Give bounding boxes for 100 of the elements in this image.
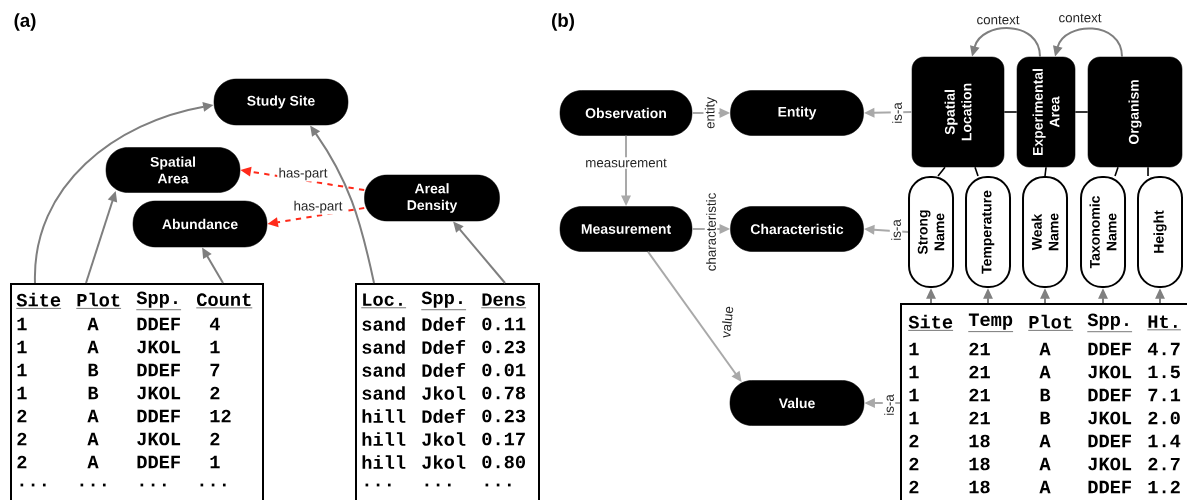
table-cell: 1.4: [1148, 434, 1181, 448]
table-cell: DDEF: [137, 455, 180, 469]
column-header: Ht.: [1147, 315, 1182, 331]
table-cell: Jkol: [422, 455, 466, 469]
table-cell: 1: [210, 340, 220, 354]
table-cell: DDEF: [137, 363, 180, 377]
concept-box: Organism: [1087, 56, 1183, 168]
concept-box: Experimental Area: [1016, 56, 1076, 168]
table-cell: DDEF: [1088, 342, 1131, 356]
connector-line: [1147, 166, 1149, 177]
table-cell: DDEF: [1088, 434, 1131, 448]
table-cell: 1: [909, 388, 919, 402]
table-cell: A: [87, 455, 99, 469]
table-cell: Jkol: [422, 386, 466, 400]
table-cell: 1.2: [1148, 480, 1180, 494]
table-cell: ...: [80, 483, 106, 487]
edge-label: context: [975, 14, 1021, 26]
table-cell: 21: [969, 342, 990, 356]
table-cell: JKOL: [137, 432, 181, 446]
table-cell: 4.7: [1147, 342, 1180, 356]
table-cell: 2: [909, 457, 919, 471]
table-cell: A: [87, 340, 99, 354]
table-cell: Jkol: [422, 432, 466, 446]
column-header: Count: [196, 293, 253, 309]
column-header: Temp: [968, 313, 1014, 332]
table-cell: DDEF: [137, 317, 180, 331]
table-cell: A: [87, 432, 99, 446]
table-cell: 18: [969, 480, 990, 494]
table-cell: ...: [20, 483, 46, 487]
column-header: Site: [908, 314, 954, 331]
table-cell: JKOL: [1088, 411, 1132, 425]
table-cell: JKOL: [1088, 457, 1132, 471]
attribute-box: Temperature: [965, 176, 1011, 288]
table-cell: hill: [362, 409, 406, 423]
table-cell: ...: [140, 483, 166, 487]
concept-box: Abundance: [132, 200, 268, 248]
table-cell: DDEF: [137, 409, 180, 423]
table-cell: 0.23: [482, 409, 526, 423]
table-cell: ...: [485, 483, 511, 487]
table-cell: 2: [210, 386, 220, 400]
table-cell: 0.80: [482, 455, 525, 469]
attribute-box: Taxonomic Name: [1080, 176, 1126, 288]
table-cell: Ddef: [422, 363, 466, 377]
table-cell: A: [1039, 365, 1051, 379]
panel-label: (a): [14, 13, 36, 31]
column-header: Plot: [1028, 314, 1074, 331]
table-cell: 0.23: [482, 340, 526, 354]
table-cell: 2: [909, 480, 919, 494]
table-cell: 1: [909, 411, 919, 425]
table-cell: 2.7: [1148, 457, 1180, 471]
table-cell: 4: [209, 317, 220, 331]
panel-label: (b): [552, 13, 574, 31]
table-cell: 0.11: [482, 317, 526, 331]
edge-label: has-part: [292, 199, 344, 215]
table-cell: 1: [909, 342, 919, 356]
connector-line: [1003, 111, 1018, 113]
table-cell: 2: [17, 455, 27, 469]
concept-box: Study Site: [213, 78, 349, 126]
table-cell: 21: [969, 388, 990, 402]
table-cell: 2: [210, 432, 220, 446]
table-cell: 18: [969, 457, 990, 471]
column-header: Dens: [481, 293, 527, 309]
concept-box: Areal Density: [364, 174, 500, 222]
attribute-box: Strong Name: [908, 176, 954, 288]
table-cell: B: [88, 386, 99, 400]
edge-label: is-a: [890, 100, 904, 126]
table-cell: 0.17: [482, 432, 525, 446]
table-cell: B: [88, 363, 99, 377]
edge-label: has-part: [277, 166, 329, 182]
edge-label: context: [1057, 12, 1103, 24]
table-cell: B: [1040, 388, 1051, 402]
table-cell: 1: [17, 340, 27, 354]
table-cell: hill: [362, 432, 406, 446]
table-cell: DDEF: [1088, 388, 1131, 402]
connector-line: [1074, 111, 1089, 113]
connector-line: [937, 166, 946, 177]
table-cell: 2: [17, 409, 27, 423]
table-cell: JKOL: [137, 340, 181, 354]
table-cell: ...: [425, 483, 451, 487]
table-cell: JKOL: [1088, 365, 1132, 379]
table-cell: 18: [969, 434, 990, 448]
table-cell: A: [87, 317, 99, 331]
table-cell: 21: [969, 411, 990, 425]
connector-line: [1044, 166, 1047, 177]
table-cell: 2: [17, 432, 27, 446]
concept-box: Characteristic: [730, 206, 864, 252]
table-cell: A: [87, 409, 99, 423]
table-cell: 1.5: [1148, 365, 1180, 379]
edge-label: value: [719, 304, 735, 340]
column-header: Spp.: [1087, 313, 1133, 332]
edge-label: is-a: [882, 392, 896, 418]
table-cell: 1: [17, 386, 27, 400]
table-cell: sand: [362, 317, 405, 331]
arrow: [1053, 27, 1123, 58]
column-header: Loc.: [361, 293, 407, 309]
edge-label: characteristic: [704, 191, 718, 273]
concept-box: Measurement: [559, 206, 693, 252]
table-cell: hill: [362, 455, 406, 469]
column-header: Spp.: [421, 291, 467, 310]
concept-box: Observation: [559, 90, 693, 136]
